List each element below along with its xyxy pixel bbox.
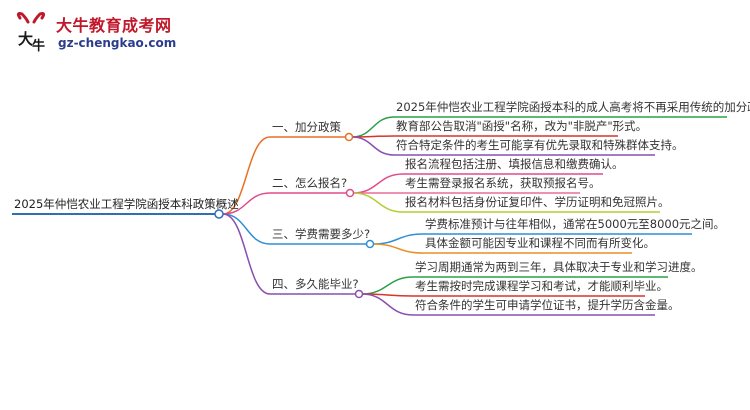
root-branch-connector (222, 192, 271, 215)
branch-collapse-handle[interactable] (354, 289, 364, 299)
leaf-text: 学习周期通常为两到三年，具体取决于专业和学习进度。 (415, 260, 703, 274)
root-branch-connector (222, 213, 271, 245)
branch-leaf-connector (372, 243, 424, 254)
branch-label: 四、多久能毕业? (272, 277, 359, 291)
branch-leaf-connector (352, 192, 404, 213)
root-collapse-handle[interactable] (214, 209, 224, 219)
logo-url: gz-chengkao.com (58, 36, 177, 50)
leaf-text: 报名材料包括身份证复印件、学历证明和免冠照片。 (405, 195, 670, 209)
branch-collapse-handle[interactable] (345, 188, 355, 198)
leaf-text: 2025年仲恺农业工程学院函授本科的成人高考将不再采用传统的加分政策。 (396, 100, 750, 114)
branch-leaf-connector (352, 173, 404, 194)
branch-label: 二、怎么报名? (272, 176, 347, 190)
branch-graduation[interactable]: 四、多久能毕业? 学习周期通常为两到三年，具体取决于专业和学习进度。 考生需按时… (270, 260, 703, 316)
svg-text:大: 大 (18, 30, 33, 48)
branch-leaf-connector (361, 293, 414, 316)
root-branch-connector (222, 213, 271, 295)
mindmap-links (222, 116, 424, 316)
root-branch-connector (222, 136, 271, 215)
leaf-text: 符合条件的学生可申请学位证书，提升学历含金量。 (415, 298, 680, 312)
leaf-text: 符合特定条件的考生可能享有优先录取和特殊群体支持。 (396, 138, 684, 152)
leaf-text: 报名流程包括注册、填报信息和缴费确认。 (405, 157, 624, 171)
branch-leaf-connector (361, 276, 414, 295)
leaf-text: 考生需登录报名系统，获取预报名号。 (405, 176, 601, 190)
branch-leaf-connector (372, 233, 424, 245)
root-label: 2025年仲恺农业工程学院函授本科政策概述 (14, 197, 239, 211)
bull-logo-icon: 大 牛 (16, 12, 46, 54)
leaf-text: 学费标准预计与往年相似，通常在5000元至8000元之间。 (425, 217, 725, 231)
site-logo[interactable]: 大 牛 大牛教育成考网 gz-chengkao.com (12, 10, 212, 58)
root-node[interactable]: 2025年仲恺农业工程学院函授本科政策概述 (12, 197, 239, 219)
branch-leaf-connector (351, 136, 395, 156)
svg-text:牛: 牛 (32, 38, 45, 54)
leaf-text: 考生需按时完成课程学习和考试，才能顺利毕业。 (415, 279, 668, 293)
logo-title: 大牛教育成考网 (56, 16, 172, 35)
branch-collapse-handle[interactable] (344, 132, 354, 142)
branch-tuition[interactable]: 三、学费需要多少? 学费标准预计与往年相似，通常在5000元至8000元之间。 … (270, 217, 725, 254)
branch-collapse-handle[interactable] (365, 239, 375, 249)
branch-how-to-register[interactable]: 二、怎么报名? 报名流程包括注册、填报信息和缴费确认。 考生需登录报名系统，获取… (270, 157, 670, 213)
branch-label: 三、学费需要多少? (272, 227, 370, 241)
branch-scoring-policy[interactable]: 一、加分政策 2025年仲恺农业工程学院函授本科的成人高考将不再采用传统的加分政… (270, 100, 750, 156)
leaf-text: 教育部公告取消"函授"名称，改为"非脱产"形式。 (396, 119, 647, 133)
leaf-text: 具体金额可能因专业和课程不同而有所变化。 (425, 236, 655, 250)
branch-label: 一、加分政策 (272, 120, 341, 134)
branch-leaf-connector (351, 116, 395, 138)
